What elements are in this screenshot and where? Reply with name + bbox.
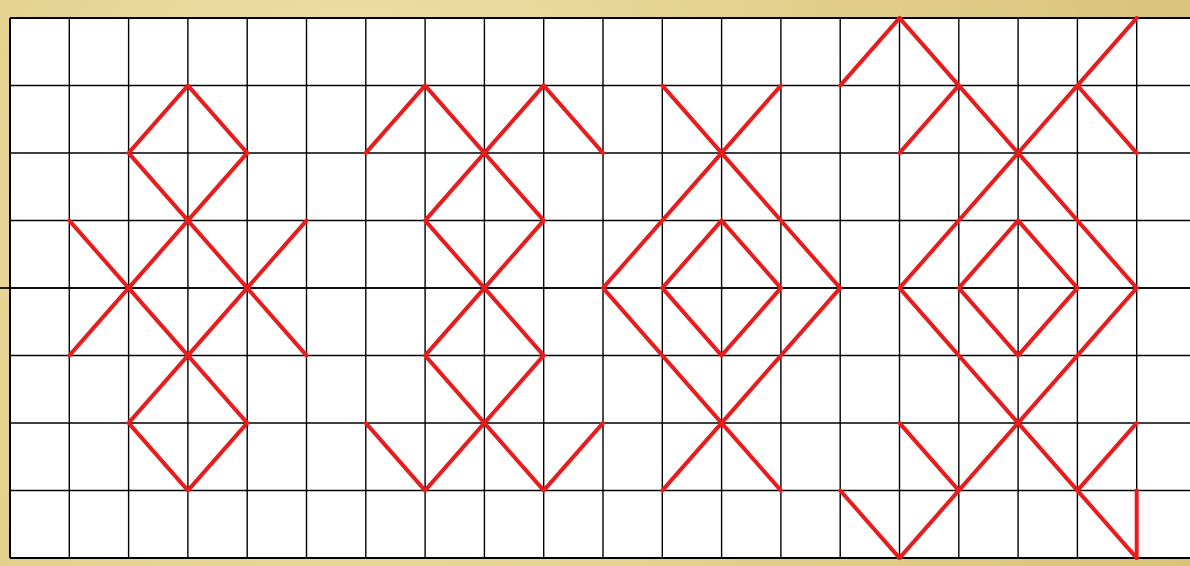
frame-background: [0, 0, 1190, 566]
pattern-grid-board: [0, 0, 1190, 566]
